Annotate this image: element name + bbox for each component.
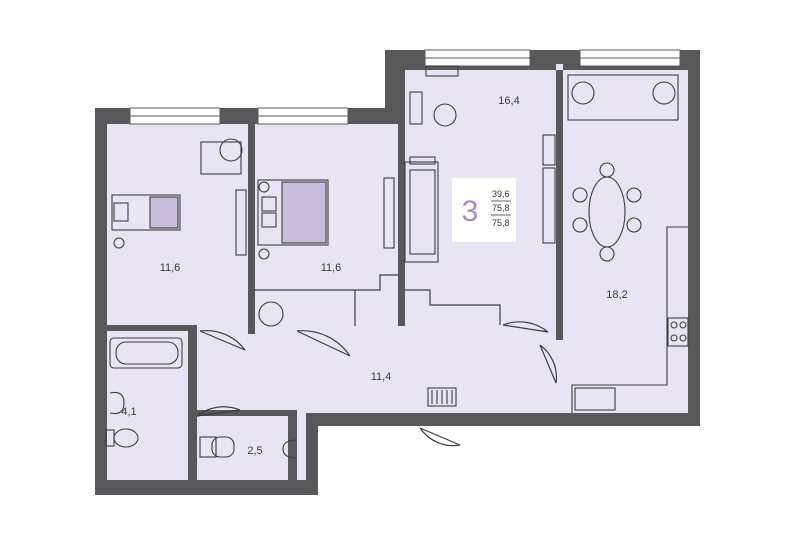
bed-middle [257, 179, 329, 246]
area-kitchen: 18,2 [606, 289, 627, 301]
kitchen-sink [574, 387, 616, 411]
badge-value-2: 75,8 [492, 203, 510, 213]
area-toilet: 2,5 [247, 445, 262, 457]
interior-walls [107, 64, 563, 481]
bathtub [109, 337, 183, 369]
chair-middle [258, 301, 284, 327]
closets [255, 274, 501, 326]
badge-value-3: 75,8 [492, 218, 510, 228]
kitchen-sofa [567, 74, 679, 121]
area-bathroom: 4,1 [121, 406, 136, 418]
radiator [427, 387, 457, 407]
area-hallway: 11,4 [371, 371, 392, 383]
chair-left [219, 138, 243, 162]
windows [129, 49, 681, 125]
furniture [105, 65, 689, 459]
doors [196, 321, 557, 447]
summary-badge: 3 39,6 75,8 75,8 [452, 178, 516, 242]
stove [667, 317, 689, 347]
badge-value-1: 39,6 [492, 189, 510, 199]
rooms-count: 3 [462, 195, 479, 228]
bed-left [111, 194, 181, 231]
area-living-room: 16,4 [498, 95, 519, 107]
area-bedroom-middle: 11,6 [321, 262, 342, 274]
chair-living [433, 103, 457, 127]
sofa [404, 161, 439, 263]
area-bedroom-left: 11,6 [160, 262, 181, 274]
